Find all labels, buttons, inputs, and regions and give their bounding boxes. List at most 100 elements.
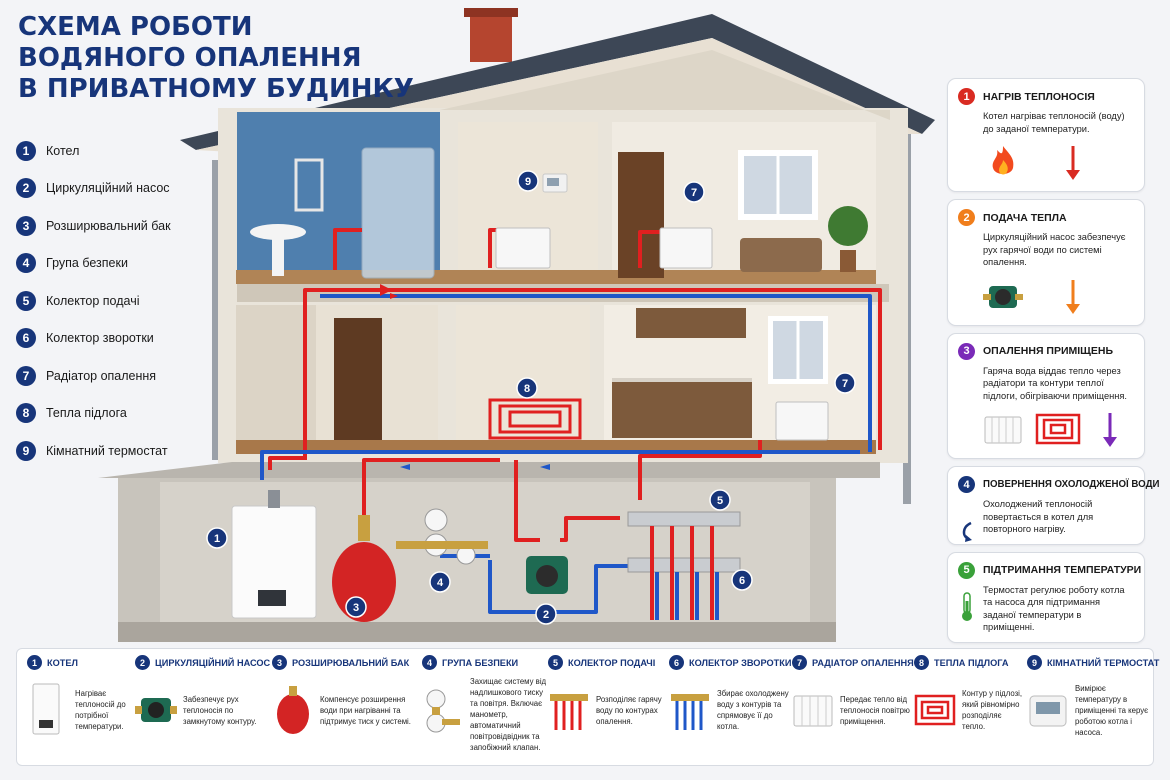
pressure-gauge-1 [424, 508, 448, 532]
legend-item: 7 Радіатор опалення [16, 357, 216, 395]
legend-item: 8 Тепла підлога [16, 395, 216, 433]
component-text: Компенсує розширення води при нагріванні… [320, 694, 411, 726]
number-badge: 1 [27, 655, 42, 670]
house-marker-label: 7 [691, 187, 697, 199]
component-title: КІМНАТНИЙ ТЕРМОСТАТ [1047, 657, 1160, 668]
arrow-down-icon [1066, 146, 1080, 180]
component-title: КОЛЕКТОР ЗВОРОТКИ [689, 657, 792, 668]
step-number: 4 [958, 476, 975, 493]
step-number: 5 [958, 561, 975, 579]
house-marker-2: 2 [535, 603, 557, 625]
sink [250, 224, 306, 240]
return-manifold [627, 557, 741, 573]
house-marker-label: 9 [525, 176, 531, 188]
number-badge: 5 [548, 655, 563, 670]
pump-icon [135, 698, 177, 722]
radiator-lower [775, 401, 829, 441]
legend-label: Котел [46, 143, 80, 158]
door-lower [334, 318, 382, 440]
house-marker-label: 6 [739, 575, 745, 587]
pump-icon [983, 285, 1023, 308]
house-marker-label: 5 [717, 495, 723, 507]
house-marker-label: 1 [214, 533, 220, 545]
safety-group-icon [426, 689, 460, 732]
number-badge: 9 [1027, 655, 1042, 670]
legend-label: Розширювальний бак [46, 218, 171, 233]
return-manifold-icon [671, 694, 709, 730]
sofa [740, 238, 822, 272]
step-card: 4 ПОВЕРНЕННЯ ОХОЛОДЖЕНОЇ ВОДИ Охолоджений… [947, 466, 1159, 545]
component-title: РАДІАТОР ОПАЛЕННЯ [812, 657, 914, 668]
supply-manifold [627, 511, 741, 527]
step-title: НАГРІВ ТЕПЛОНОСІЯ [983, 90, 1095, 103]
component-title: ГРУПА БЕЗПЕКИ [442, 657, 519, 668]
step-text: Охолоджений теплоносій повертається в ко… [983, 499, 1094, 534]
step-text: Гаряча вода віддає тепло через радіатори… [983, 365, 1128, 401]
component-text: Збирає охолоджену воду з контурів та спр… [717, 689, 789, 731]
process-steps: 1 НАГРІВ ТЕПЛОНОСІЯ Котел нагріває теплон… [947, 78, 1159, 650]
radiator-upper-right [659, 227, 713, 269]
legend-label: Радіатор опалення [46, 368, 157, 383]
house-marker-8: 8 [516, 377, 538, 399]
component-title: ЦИРКУЛЯЦІЙНИЙ НАСОС [155, 657, 271, 668]
number-badge: 6 [16, 328, 36, 349]
house-marker-7: 7 [834, 372, 856, 394]
number-badge: 3 [16, 215, 36, 236]
legend-item: 2 Циркуляційний насос [16, 170, 216, 208]
legend-label: Кімнатний термостат [46, 443, 168, 458]
return-arrow-icon [962, 521, 972, 542]
house-marker-4: 4 [429, 571, 451, 593]
shower-cabin [361, 147, 435, 279]
house-marker-label: 3 [353, 602, 359, 614]
number-badge: 5 [16, 290, 36, 311]
number-badge: 7 [16, 365, 36, 386]
number-badge: 2 [16, 178, 36, 199]
house-marker-6: 6 [731, 569, 753, 591]
house-marker-label: 8 [524, 383, 530, 395]
step-text: Термостат регулює роботу котла та насоса… [983, 584, 1125, 633]
step-number: 3 [958, 342, 975, 360]
underfloor-coil [488, 398, 582, 440]
house-marker-1: 1 [206, 527, 228, 549]
component-title: КОЛЕКТОР ПОДАЧІ [568, 657, 656, 668]
title-line: ВОДЯНОГО ОПАЛЕННЯ [18, 43, 362, 73]
number-badge: 8 [16, 403, 36, 424]
number-badge: 4 [422, 655, 437, 670]
expansion-tank-icon [277, 686, 309, 734]
step-title: ОПАЛЕННЯ ПРИМІЩЕНЬ [983, 345, 1114, 357]
house-marker-5: 5 [709, 489, 731, 511]
radiator-icon [984, 416, 1022, 444]
step-text: Котел нагріває теплоносій (воду) до зада… [983, 111, 1125, 134]
house-marker-7: 7 [683, 181, 705, 203]
number-badge: 3 [272, 655, 287, 670]
component-text: Передає тепло від теплоносія повітрю при… [840, 694, 910, 726]
legend-label: Тепла підлога [46, 406, 127, 421]
step-title: ПОВЕРНЕННЯ ОХОЛОДЖЕНОЇ ВОДИ [983, 479, 1160, 490]
title-line: СХЕМА РОБОТИ [18, 12, 253, 42]
house-marker-label: 7 [842, 378, 848, 390]
underfloor-heating-icon [1035, 413, 1081, 445]
arrow-down-icon [1103, 413, 1117, 447]
number-badge: 8 [914, 655, 929, 670]
legend-label: Група безпеки [46, 256, 128, 271]
number-badge: 6 [669, 655, 684, 670]
component-text: Нагріває теплоносій до потрібної темпера… [75, 689, 126, 731]
legend-label: Циркуляційний насос [46, 181, 170, 196]
step-number: 1 [958, 88, 975, 105]
component-title: ТЕПЛА ПІДЛОГА [934, 657, 1009, 668]
house-markers: 1 2 3 4 5 6 7 7 8 9 [206, 170, 856, 625]
towel-rail [294, 158, 324, 212]
